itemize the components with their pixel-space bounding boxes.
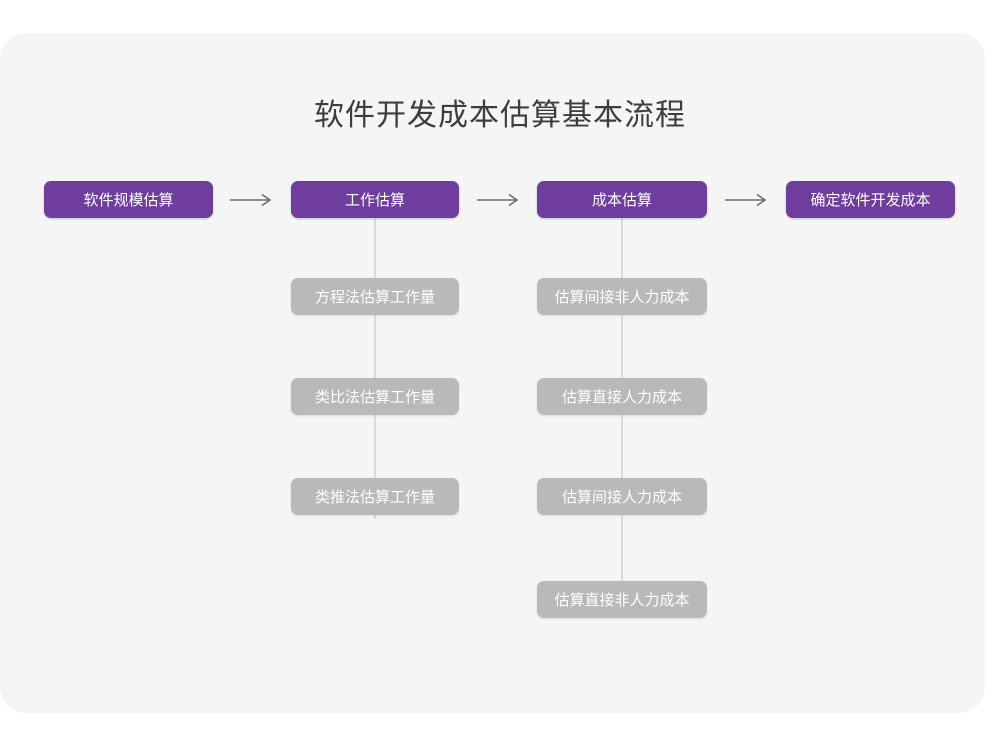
branch-item-label: 估算直接人力成本 — [561, 389, 682, 406]
work-estimation-method-equation[interactable]: 方程法估算工作量 — [291, 278, 459, 315]
branch-item-label: 估算间接人力成本 — [561, 489, 682, 506]
page-title: 软件开发成本估算基本流程 — [314, 99, 686, 132]
arrow-1 — [222, 181, 282, 218]
branch-item-label: 估算直接非人力成本 — [554, 592, 690, 609]
flow-step-software-scale-estimation[interactable]: 软件规模估算 — [44, 181, 213, 218]
flow-step-cost-estimation[interactable]: 成本估算 — [537, 181, 707, 218]
flow-step-label: 成本估算 — [591, 192, 652, 209]
branch-item-label: 类比法估算工作量 — [314, 389, 435, 406]
cost-estimation-indirect-non-labor[interactable]: 估算间接非人力成本 — [537, 278, 707, 315]
arrow-2 — [469, 181, 529, 218]
branch-item-label: 估算间接非人力成本 — [554, 289, 690, 306]
flow-step-label: 确定软件开发成本 — [810, 192, 931, 209]
connector-work-estimation — [374, 217, 376, 519]
cost-estimation-direct-labor[interactable]: 估算直接人力成本 — [537, 378, 707, 415]
flow-step-work-estimation[interactable]: 工作估算 — [291, 181, 459, 218]
flow-step-determine-software-development-cost[interactable]: 确定软件开发成本 — [786, 181, 955, 218]
cost-estimation-direct-non-labor[interactable]: 估算直接非人力成本 — [537, 581, 707, 618]
card-backdrop — [0, 33, 985, 713]
arrow-3 — [717, 181, 777, 218]
work-estimation-method-analogy[interactable]: 类比法估算工作量 — [291, 378, 459, 415]
branch-item-label: 类推法估算工作量 — [314, 489, 435, 506]
cost-estimation-indirect-labor[interactable]: 估算间接人力成本 — [537, 478, 707, 515]
branch-item-label: 方程法估算工作量 — [314, 289, 435, 306]
work-estimation-method-inference[interactable]: 类推法估算工作量 — [291, 478, 459, 515]
flow-step-label: 工作估算 — [344, 192, 405, 209]
flow-step-label: 软件规模估算 — [83, 192, 174, 209]
